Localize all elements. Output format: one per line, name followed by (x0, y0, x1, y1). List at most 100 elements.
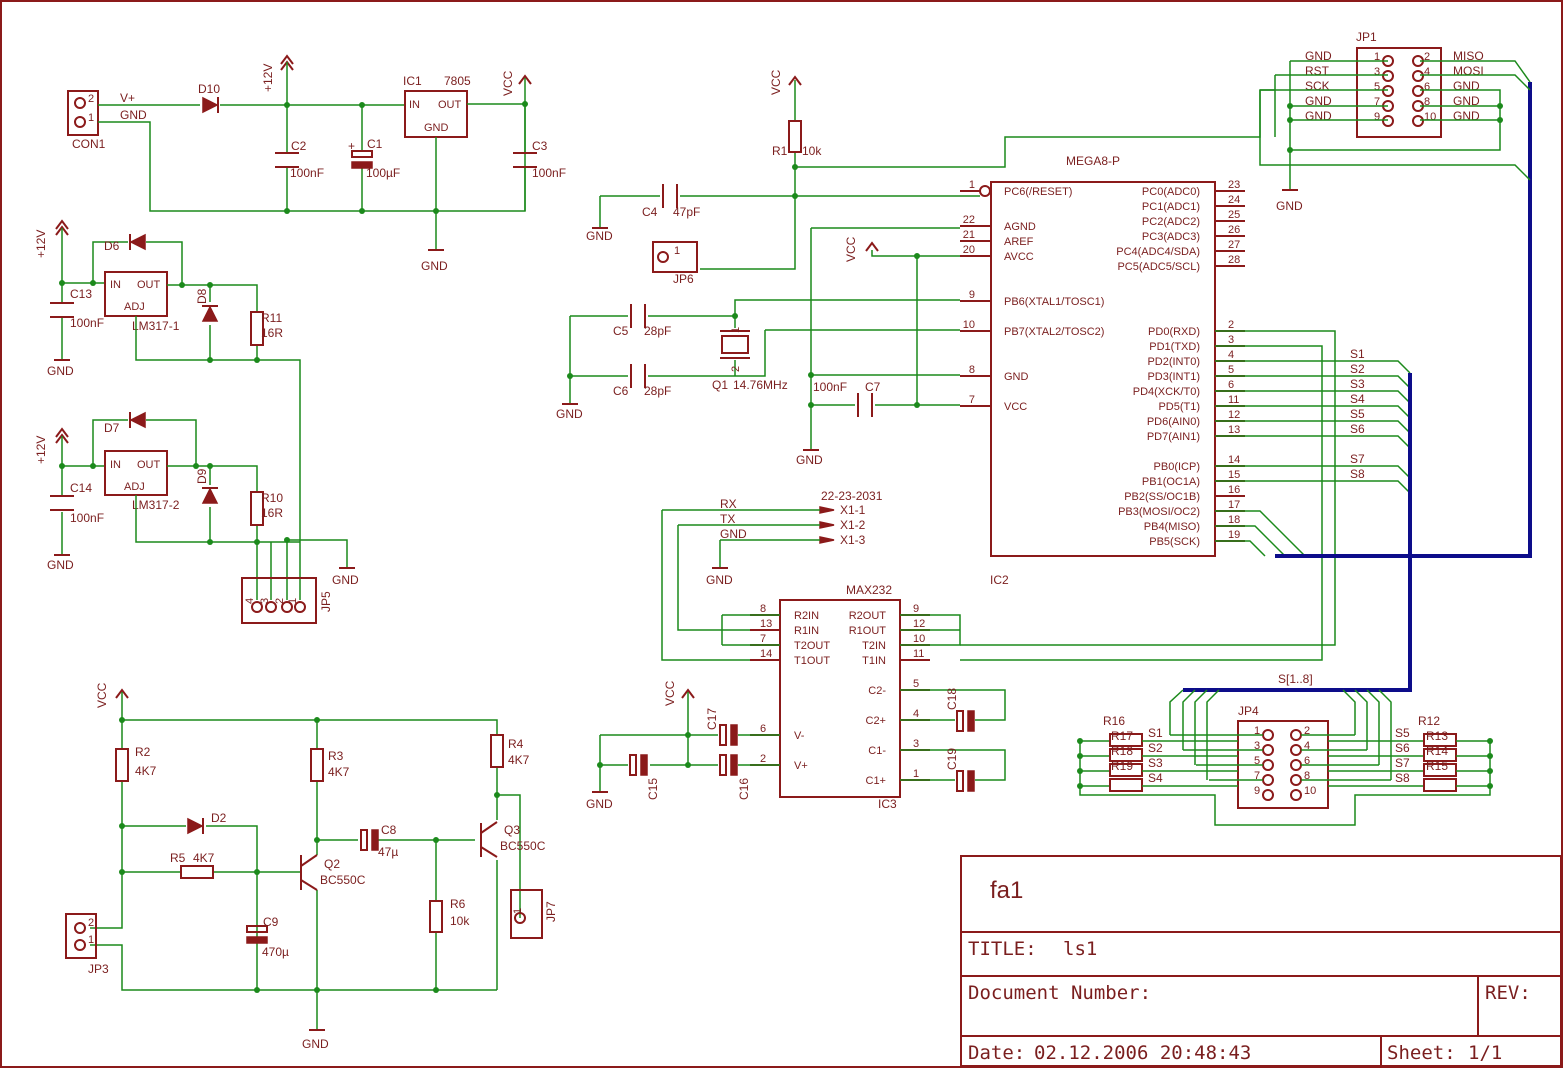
jp4-pad (1262, 744, 1274, 756)
mega-right-pin-num: 13 (1228, 424, 1240, 436)
jp4-left-resistor-ref: R17 (1111, 729, 1133, 743)
s-bus (1183, 373, 1412, 692)
jp1-right-num: 2 (1424, 51, 1430, 63)
mega-left-pin-name: AREF (1004, 236, 1034, 248)
jp4-right-resistor (1423, 748, 1457, 762)
jp1-left-name: SCK (1305, 79, 1330, 93)
max-left-pin-num: 14 (760, 648, 772, 660)
jp1-left-name: GND (1305, 49, 1332, 63)
mega-right-pin-num: 14 (1228, 454, 1240, 466)
mega-right-pin-name: PB2(SS/OC1B) (1124, 491, 1200, 503)
jp3-pin1: 1 (88, 934, 94, 946)
jp4-left-num: 9 (1254, 785, 1260, 797)
mega-left-pin-num: 22 (963, 214, 975, 226)
jp1-left-num: 9 (1374, 111, 1380, 123)
vcc-top-label: VCC (501, 70, 515, 96)
plus12-a-label: +12V (34, 230, 48, 258)
bus-net-label: S5 (1350, 407, 1365, 421)
c1-plus: + (348, 139, 355, 153)
mega-right-pin-num: 4 (1228, 349, 1234, 361)
mega-right-pin-name: PB3(MOSI/OC2) (1118, 506, 1200, 518)
jp1-pad (1382, 85, 1394, 97)
title-value: ls1 (1063, 938, 1097, 960)
mega-left-pin-num: 9 (969, 289, 975, 301)
mega-right-pin-name: PC0(ADC0) (1142, 186, 1200, 198)
mega-right-pin-name: PD1(TXD) (1149, 341, 1200, 353)
c8-ref: C8 (381, 823, 397, 837)
r6-ref: R6 (450, 897, 466, 911)
jp4-left-resistor (1109, 778, 1143, 792)
max-right-pin-name: C2- (868, 685, 886, 697)
plus12-b-label: +12V (34, 436, 48, 464)
title-label: TITLE: (968, 938, 1037, 960)
section-mega8: MEGA8-P IC2 1PC6(/RESET)22AGND21AREF20AV… (556, 69, 1411, 661)
q1-pin1: 1 (730, 327, 742, 333)
mega-left-pin-name: GND (1004, 371, 1029, 383)
jp4-pad (1262, 759, 1274, 771)
jp5-pin4: 4 (244, 598, 256, 604)
d8-label: D8 (195, 288, 209, 304)
jp4-right-num: 6 (1304, 755, 1310, 767)
ic1-ref: IC1 (403, 74, 422, 88)
sheet-value: 1/1 (1468, 1042, 1502, 1064)
mega-right-pin-num: 23 (1228, 179, 1240, 191)
jp4-s-label-left: S4 (1148, 771, 1163, 785)
d10-label: D10 (198, 82, 220, 96)
d2-label: D2 (211, 811, 227, 825)
q3-ref: Q3 (504, 823, 520, 837)
gnd-x1-label: GND (706, 573, 733, 587)
x1-gnd: GND (720, 527, 747, 541)
x1-tx: TX (720, 512, 735, 526)
jp4-right-resistor (1423, 778, 1457, 792)
x1-part: 22-23-2031 (821, 489, 883, 503)
jp7-ref: JP7 (544, 901, 558, 922)
jp3-pin2: 2 (88, 917, 94, 929)
jp4-left-num: 5 (1254, 755, 1260, 767)
jp1-left-name: GND (1305, 94, 1332, 108)
c1-ref: C1 (367, 137, 383, 151)
max232-ref: IC3 (878, 797, 897, 811)
jp4-left-resistor-ref: R16 (1103, 714, 1125, 728)
mega-right-pin-num: 25 (1228, 209, 1240, 221)
con1-gnd: GND (120, 108, 147, 122)
mega-right-pin-name: PC4(ADC4/SDA) (1116, 246, 1200, 258)
jp1-right-num: 10 (1424, 111, 1436, 123)
mega-left-pin-name: PB7(XTAL2/TOSC2) (1004, 326, 1104, 338)
con1-ref: CON1 (72, 137, 106, 151)
max-right-pin-name: C1- (868, 745, 886, 757)
jp1-pad (1412, 85, 1424, 97)
jp4-pad (1262, 774, 1274, 786)
mega-left-pin-num: 10 (963, 319, 975, 331)
d6-label: D6 (104, 239, 120, 253)
vcc-r1-label: VCC (769, 69, 783, 95)
vcc-avcc-label: VCC (844, 236, 858, 262)
x1-pin3: X1-3 (840, 533, 866, 547)
lm2-in: IN (110, 459, 121, 471)
jp4-s-label-right: S7 (1395, 756, 1410, 770)
mega-right-pin-num: 27 (1228, 239, 1240, 251)
mega-right-pin-name: PD6(AIN0) (1147, 416, 1200, 428)
max-right-pin-name: R2OUT (849, 610, 887, 622)
c5-ref: C5 (613, 324, 629, 338)
c13-ref: C13 (70, 287, 92, 301)
jp4-left-num: 7 (1254, 770, 1260, 782)
mega-right-pin-name: PD5(T1) (1158, 401, 1200, 413)
c19-label: C19 (945, 748, 959, 770)
c17-label: C17 (705, 708, 719, 730)
mega-left-pin-num: 8 (969, 364, 975, 376)
jp1-pad (1412, 70, 1424, 82)
jp1-ref: JP1 (1356, 30, 1377, 44)
c3-ref: C3 (532, 139, 548, 153)
date-value: 02.12.2006 20:48:43 (1034, 1042, 1251, 1064)
mega-right-pin-num: 17 (1228, 499, 1240, 511)
lm2-ref: LM317-2 (132, 498, 180, 512)
rev-label: REV: (1485, 982, 1531, 1004)
max-left-pin-num: 2 (760, 753, 766, 765)
jp4-right-num: 10 (1304, 785, 1316, 797)
q1-value: 14.76MHz (733, 378, 788, 392)
q2-ref: Q2 (324, 857, 340, 871)
jp1-pad (1382, 70, 1394, 82)
sheet-label: Sheet: (1387, 1042, 1456, 1064)
q2-value: BC550C (320, 873, 366, 887)
